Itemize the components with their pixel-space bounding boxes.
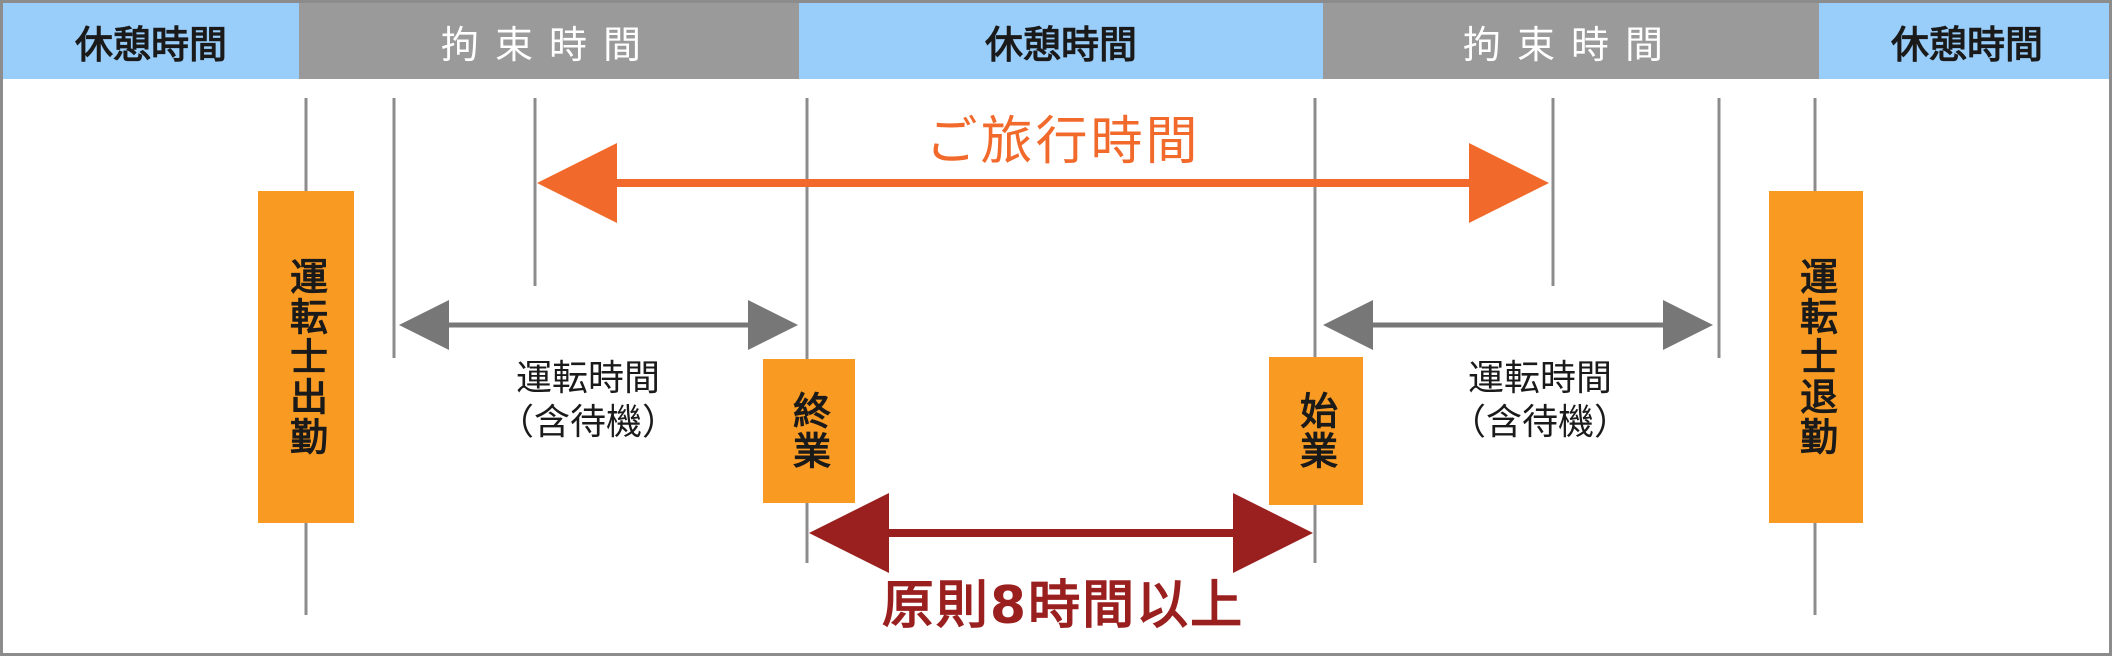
rest-band-middle: 休憩時間: [799, 3, 1323, 79]
bind-band-right: 拘束時間: [1323, 3, 1819, 79]
work-end-box: 終業: [763, 359, 855, 503]
rest-rule-label: 原則8時間以上: [881, 576, 1245, 636]
driving-time-line2: （含待機）: [1449, 402, 1630, 443]
work-begin-box: 始業: [1269, 357, 1363, 505]
bind-band-left: 拘束時間: [299, 3, 799, 79]
driving-time-label-right: 運転時間 （含待機）: [1395, 357, 1685, 445]
driving-time-line1: 運転時間: [1467, 358, 1612, 399]
driver-leave-box: 運転士退勤: [1769, 191, 1863, 523]
rest-band-left: 休憩時間: [3, 3, 299, 79]
driving-time-label-left: 運転時間 （含待機）: [443, 357, 733, 445]
driver-start-box: 運転士出勤: [258, 191, 354, 523]
driving-time-line1: 運転時間: [515, 358, 660, 399]
travel-time-label: ご旅行時間: [925, 112, 1201, 172]
driving-time-line2: （含待機）: [497, 402, 678, 443]
rest-band-right: 休憩時間: [1819, 3, 2109, 79]
